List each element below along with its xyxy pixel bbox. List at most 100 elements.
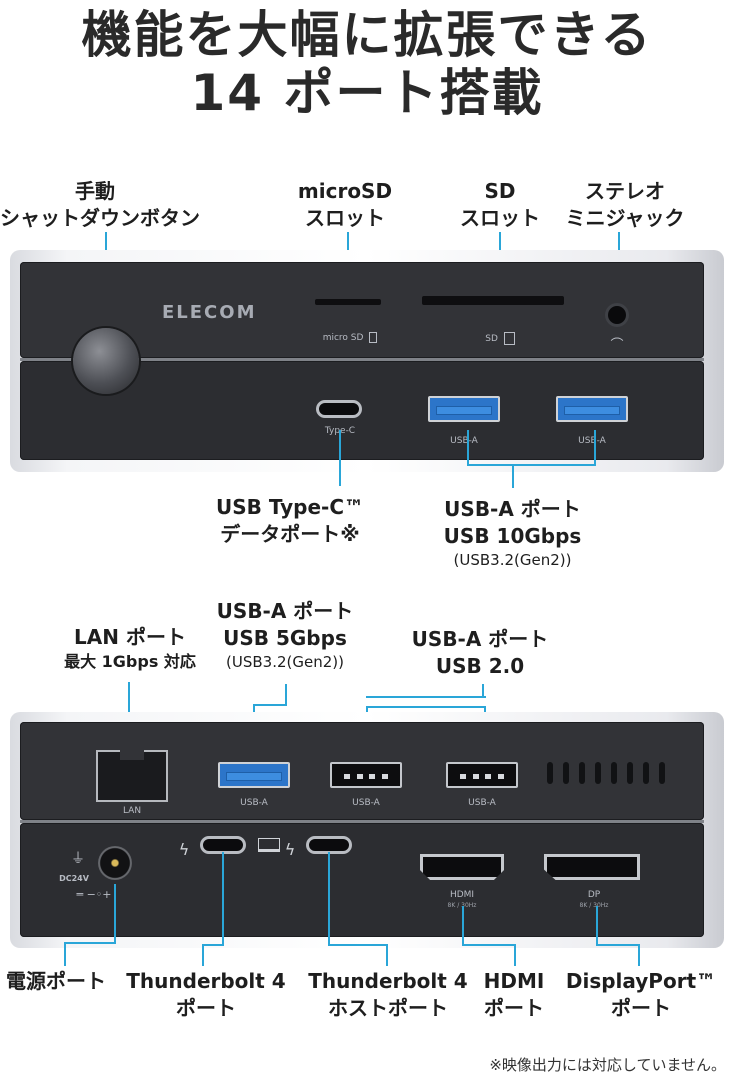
label-power-port: 電源ポート — [0, 968, 112, 995]
usba-print-1: USB-A — [450, 436, 478, 446]
callout-line-tb4host-stem — [386, 944, 388, 966]
label-displayport: DisplayPort™ ポート — [556, 968, 726, 1022]
label-stereo-jack: ステレオ ミニジャック — [555, 178, 695, 232]
dc-polarity-icon: ═ −◦+ — [76, 888, 112, 901]
callout-line-typec — [339, 430, 341, 486]
callout-line-usba10-stem — [512, 464, 514, 488]
hdmi-print: HDMI — [449, 890, 475, 900]
usb-a-tongue — [564, 406, 620, 415]
label-microsd-line2: スロット — [305, 206, 385, 230]
thunderbolt-icon: ϟ — [284, 840, 296, 859]
label-tb4host-line2: ホストポート — [328, 996, 448, 1020]
dock-rear-view: LAN USB-A USB-A USB-A ⏚ DC24V ═ −◦+ ϟ ϟ … — [10, 712, 724, 948]
headphone-icon: ⌒ — [610, 338, 624, 353]
callout-line-hdmi-stem — [514, 944, 516, 966]
callout-line-tb4-v — [222, 852, 224, 946]
label-sd-line2: スロット — [460, 206, 540, 230]
usb-a-5gbps-port[interactable] — [218, 762, 290, 788]
usb-type-c-port[interactable] — [316, 400, 362, 418]
dc-power-jack[interactable] — [98, 846, 132, 880]
sd-card-icon — [503, 332, 515, 345]
sd-slot[interactable] — [422, 296, 564, 305]
stereo-mini-jack[interactable] — [608, 306, 626, 324]
callout-line-hdmi-h — [462, 944, 516, 946]
usb-a-2-port-1[interactable] — [330, 762, 402, 788]
displayport-port[interactable] — [544, 854, 640, 880]
laptop-icon — [258, 838, 280, 852]
vent-slot — [611, 762, 617, 784]
usb-a-2-port-2[interactable] — [446, 762, 518, 788]
hdmi-sub-print: 8K / 30Hz — [447, 902, 477, 909]
label-stereo-line2: ミニジャック — [565, 206, 685, 230]
usba-rear-print-1: USB-A — [240, 798, 268, 808]
lan-port[interactable] — [96, 750, 168, 802]
callout-line-usba10-b — [594, 430, 596, 466]
lan-print: LAN — [122, 806, 142, 816]
callout-line-usba2-top — [366, 696, 486, 698]
label-thunderbolt-4: Thunderbolt 4 ポート — [118, 968, 294, 1022]
vent-slot — [595, 762, 601, 784]
label-thunderbolt-4-host: Thunderbolt 4 ホストポート — [300, 968, 476, 1022]
label-sd-slot: SD スロット — [440, 178, 560, 232]
microsd-print-text: micro SD — [322, 333, 364, 343]
vent-slot — [547, 762, 553, 784]
callout-line-tb4host-h — [328, 944, 388, 946]
usb-a-pins — [344, 774, 388, 779]
headline-line-2: 14 ポート搭載 — [190, 64, 544, 122]
label-shutdown-line2: シャットダウンボタン — [0, 206, 200, 230]
vent-slot — [643, 762, 649, 784]
label-microsd-slot: microSD スロット — [280, 178, 410, 232]
label-stereo-line1: ステレオ — [585, 179, 665, 203]
dock-front-view: ELECOM micro SD SD ⌒ Type-C USB-A USB-A — [10, 250, 724, 472]
label-hdmi-line2: ポート — [484, 996, 544, 1020]
callout-line-usba5-stem — [285, 684, 287, 706]
label-usba-5gbps: USB-A ポート USB 5Gbps (USB3.2(Gen2)) — [195, 598, 375, 672]
usb-a-pins — [460, 774, 504, 779]
vent-slot — [579, 762, 585, 784]
label-typec-line2: データポート※ — [220, 522, 360, 546]
rear-seam — [20, 820, 704, 823]
label-typec-line1: USB Type-C™ — [215, 495, 365, 519]
elecom-logo: ELECOM — [162, 302, 257, 323]
label-tb4-line1: Thunderbolt 4 — [126, 969, 286, 993]
vent-slot — [627, 762, 633, 784]
footnote: ※映像出力には対応していません。 — [489, 1056, 726, 1074]
front-upper-panel — [20, 262, 704, 358]
label-lan-line1: LAN ポート — [74, 625, 186, 649]
label-tb4host-line1: Thunderbolt 4 — [308, 969, 468, 993]
usb-a-tongue — [436, 406, 492, 415]
label-sd-line1: SD — [484, 179, 516, 203]
callout-line-power-v — [114, 884, 116, 944]
label-lan-port: LAN ポート 最大 1Gbps 対応 — [40, 624, 220, 673]
label-usba10-line2: USB 10Gbps — [443, 524, 582, 548]
usba-print-2: USB-A — [578, 436, 606, 446]
microsd-slot[interactable] — [315, 299, 381, 305]
microsd-print: micro SD — [310, 332, 390, 343]
label-usba10-line3: (USB3.2(Gen2)) — [453, 551, 572, 569]
label-hdmi: HDMI ポート — [474, 968, 554, 1022]
rear-lower-panel — [20, 823, 704, 937]
shutdown-button[interactable] — [73, 328, 139, 394]
label-usb-type-c: USB Type-C™ データポート※ — [200, 494, 380, 548]
label-shutdown-button: 手動 シャットダウンボタン — [0, 178, 200, 232]
vent-slot — [563, 762, 569, 784]
label-usba2-line1: USB-A ポート — [411, 627, 549, 651]
vent-slot — [659, 762, 665, 784]
dp-sub-print: 8K / 30Hz — [579, 902, 609, 909]
label-dp-line2: ポート — [611, 996, 671, 1020]
callout-line-dp-stem — [638, 944, 640, 966]
usb-a-10gbps-port-1[interactable] — [428, 396, 500, 422]
usb-a-10gbps-port-2[interactable] — [556, 396, 628, 422]
front-seam — [20, 358, 704, 361]
callout-line-power-stem — [64, 942, 66, 966]
hdmi-port[interactable] — [420, 854, 504, 880]
label-usba-10gbps: USB-A ポート USB 10Gbps (USB3.2(Gen2)) — [420, 496, 605, 570]
dc-print: DC24V — [59, 874, 89, 883]
lan-port-notch — [120, 750, 144, 760]
callout-line-dp-h — [596, 944, 640, 946]
sd-print-text: SD — [485, 334, 498, 344]
callout-line-tb4-stem — [202, 944, 204, 966]
label-usba10-line1: USB-A ポート — [444, 497, 581, 521]
label-microsd-line1: microSD — [297, 179, 393, 203]
label-dp-line1: DisplayPort™ — [565, 969, 717, 993]
